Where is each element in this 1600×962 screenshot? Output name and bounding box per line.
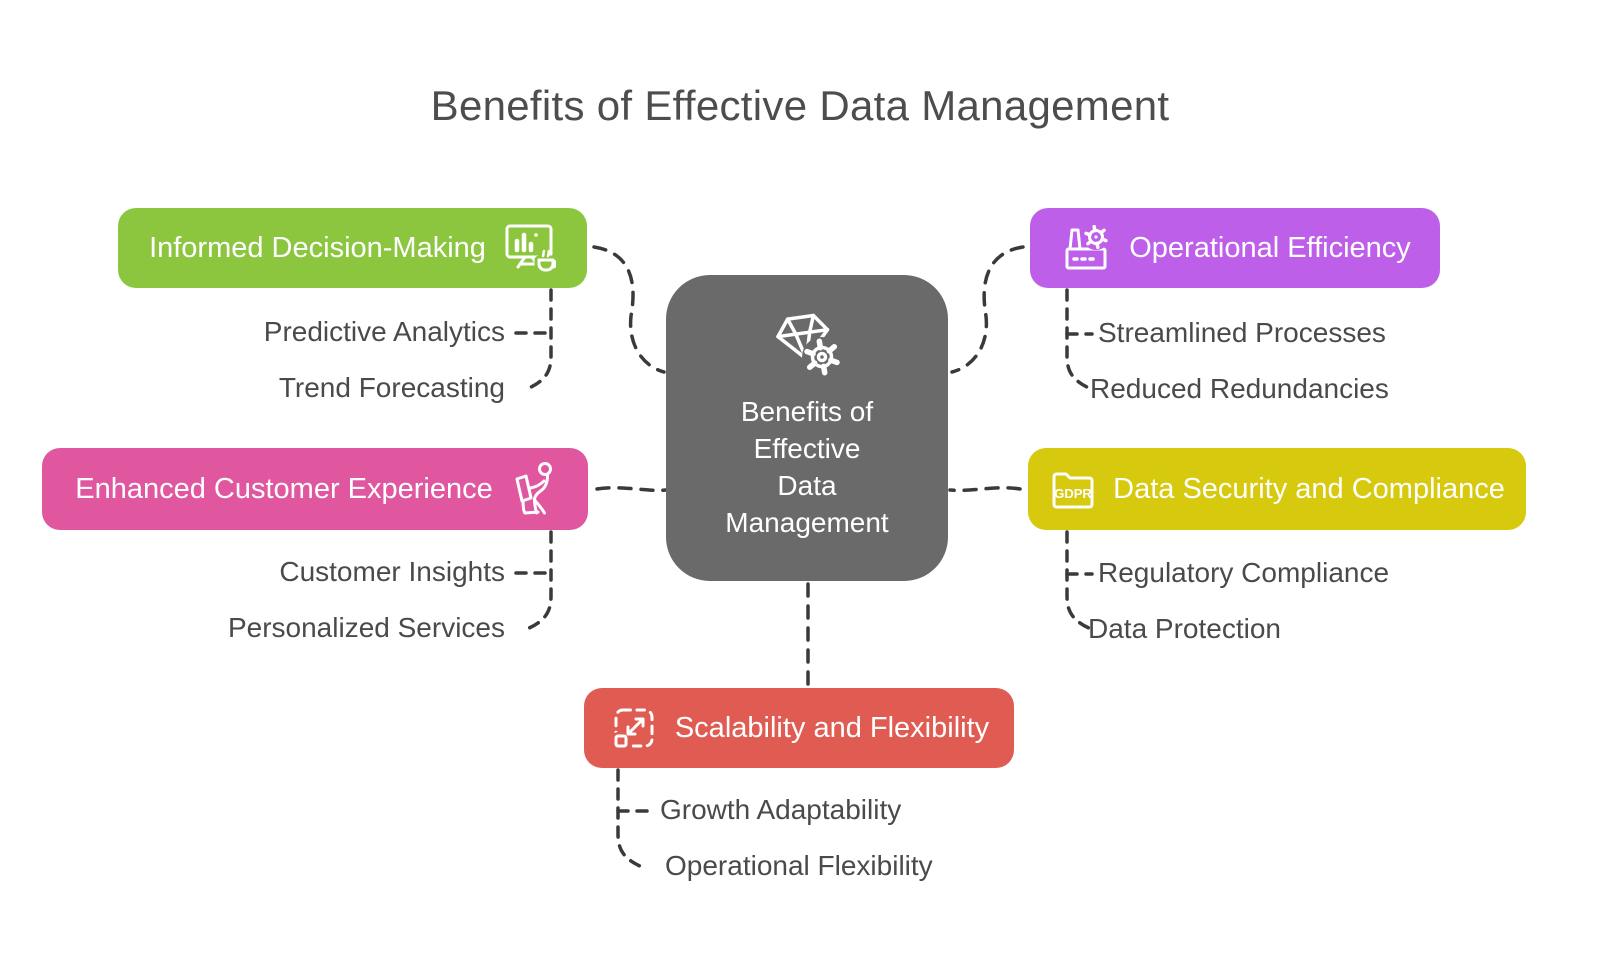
center-line: Management bbox=[725, 507, 889, 538]
subline-customer bbox=[525, 530, 553, 631]
sub-item: Operational Flexibility bbox=[665, 850, 933, 881]
factory-gear-icon bbox=[1065, 224, 1110, 270]
sub-item: Regulatory Compliance bbox=[1098, 557, 1390, 588]
gdpr-label: GDPR bbox=[1054, 486, 1092, 501]
monitor-chart-coffee-icon bbox=[505, 224, 556, 273]
subline-scalability bbox=[616, 768, 644, 869]
sub-item: Trend Forecasting bbox=[278, 372, 505, 403]
center-line: Data bbox=[777, 470, 837, 501]
center-node-label: Benefits of Effective Data Management bbox=[725, 393, 888, 541]
subline-security bbox=[1065, 530, 1093, 631]
center-line: Benefits of bbox=[740, 396, 874, 427]
subline-informed bbox=[525, 288, 553, 391]
diagram-title: Benefits of Effective Data Management bbox=[430, 82, 1170, 129]
sub-item: Data Protection bbox=[1088, 613, 1281, 644]
branch-label: Informed Decision-Making bbox=[149, 231, 486, 264]
connector-center-to-operational bbox=[950, 245, 1025, 374]
subline-operational bbox=[1065, 288, 1093, 391]
resize-expand-icon bbox=[611, 708, 654, 750]
branch-data-security-and-compliance: GDPR Data Security and Compliance bbox=[1028, 448, 1526, 530]
gdpr-folder-icon: GDPR bbox=[1052, 472, 1094, 509]
person-kiosk-icon bbox=[515, 462, 552, 515]
branch-label: Scalability and Flexibility bbox=[674, 711, 990, 744]
branch-label: Operational Efficiency bbox=[1129, 231, 1411, 264]
center-line: Effective bbox=[753, 433, 861, 464]
sub-item: Growth Adaptability bbox=[660, 794, 902, 825]
sub-item: Reduced Redundancies bbox=[1090, 373, 1389, 404]
branch-enhanced-customer-experience: Enhanced Customer Experience bbox=[42, 448, 588, 530]
sub-item: Personalized Services bbox=[227, 612, 505, 643]
sub-item: Customer Insights bbox=[279, 556, 505, 587]
center-node: Benefits of Effective Data Management bbox=[666, 275, 948, 581]
connector-center-to-informed bbox=[592, 245, 666, 374]
connector-center-to-customer bbox=[595, 485, 668, 493]
sub-item: Predictive Analytics bbox=[263, 316, 505, 347]
branch-label: Data Security and Compliance bbox=[1113, 472, 1505, 505]
connector-center-to-security bbox=[948, 485, 1022, 493]
branch-label: Enhanced Customer Experience bbox=[75, 472, 493, 505]
branch-scalability-and-flexibility: Scalability and Flexibility bbox=[584, 688, 1014, 768]
gem-gear-icon bbox=[776, 313, 842, 377]
branch-informed-decision-making: Informed Decision-Making bbox=[118, 208, 587, 288]
branch-operational-efficiency: Operational Efficiency bbox=[1030, 208, 1440, 288]
sub-item: Streamlined Processes bbox=[1098, 317, 1386, 348]
